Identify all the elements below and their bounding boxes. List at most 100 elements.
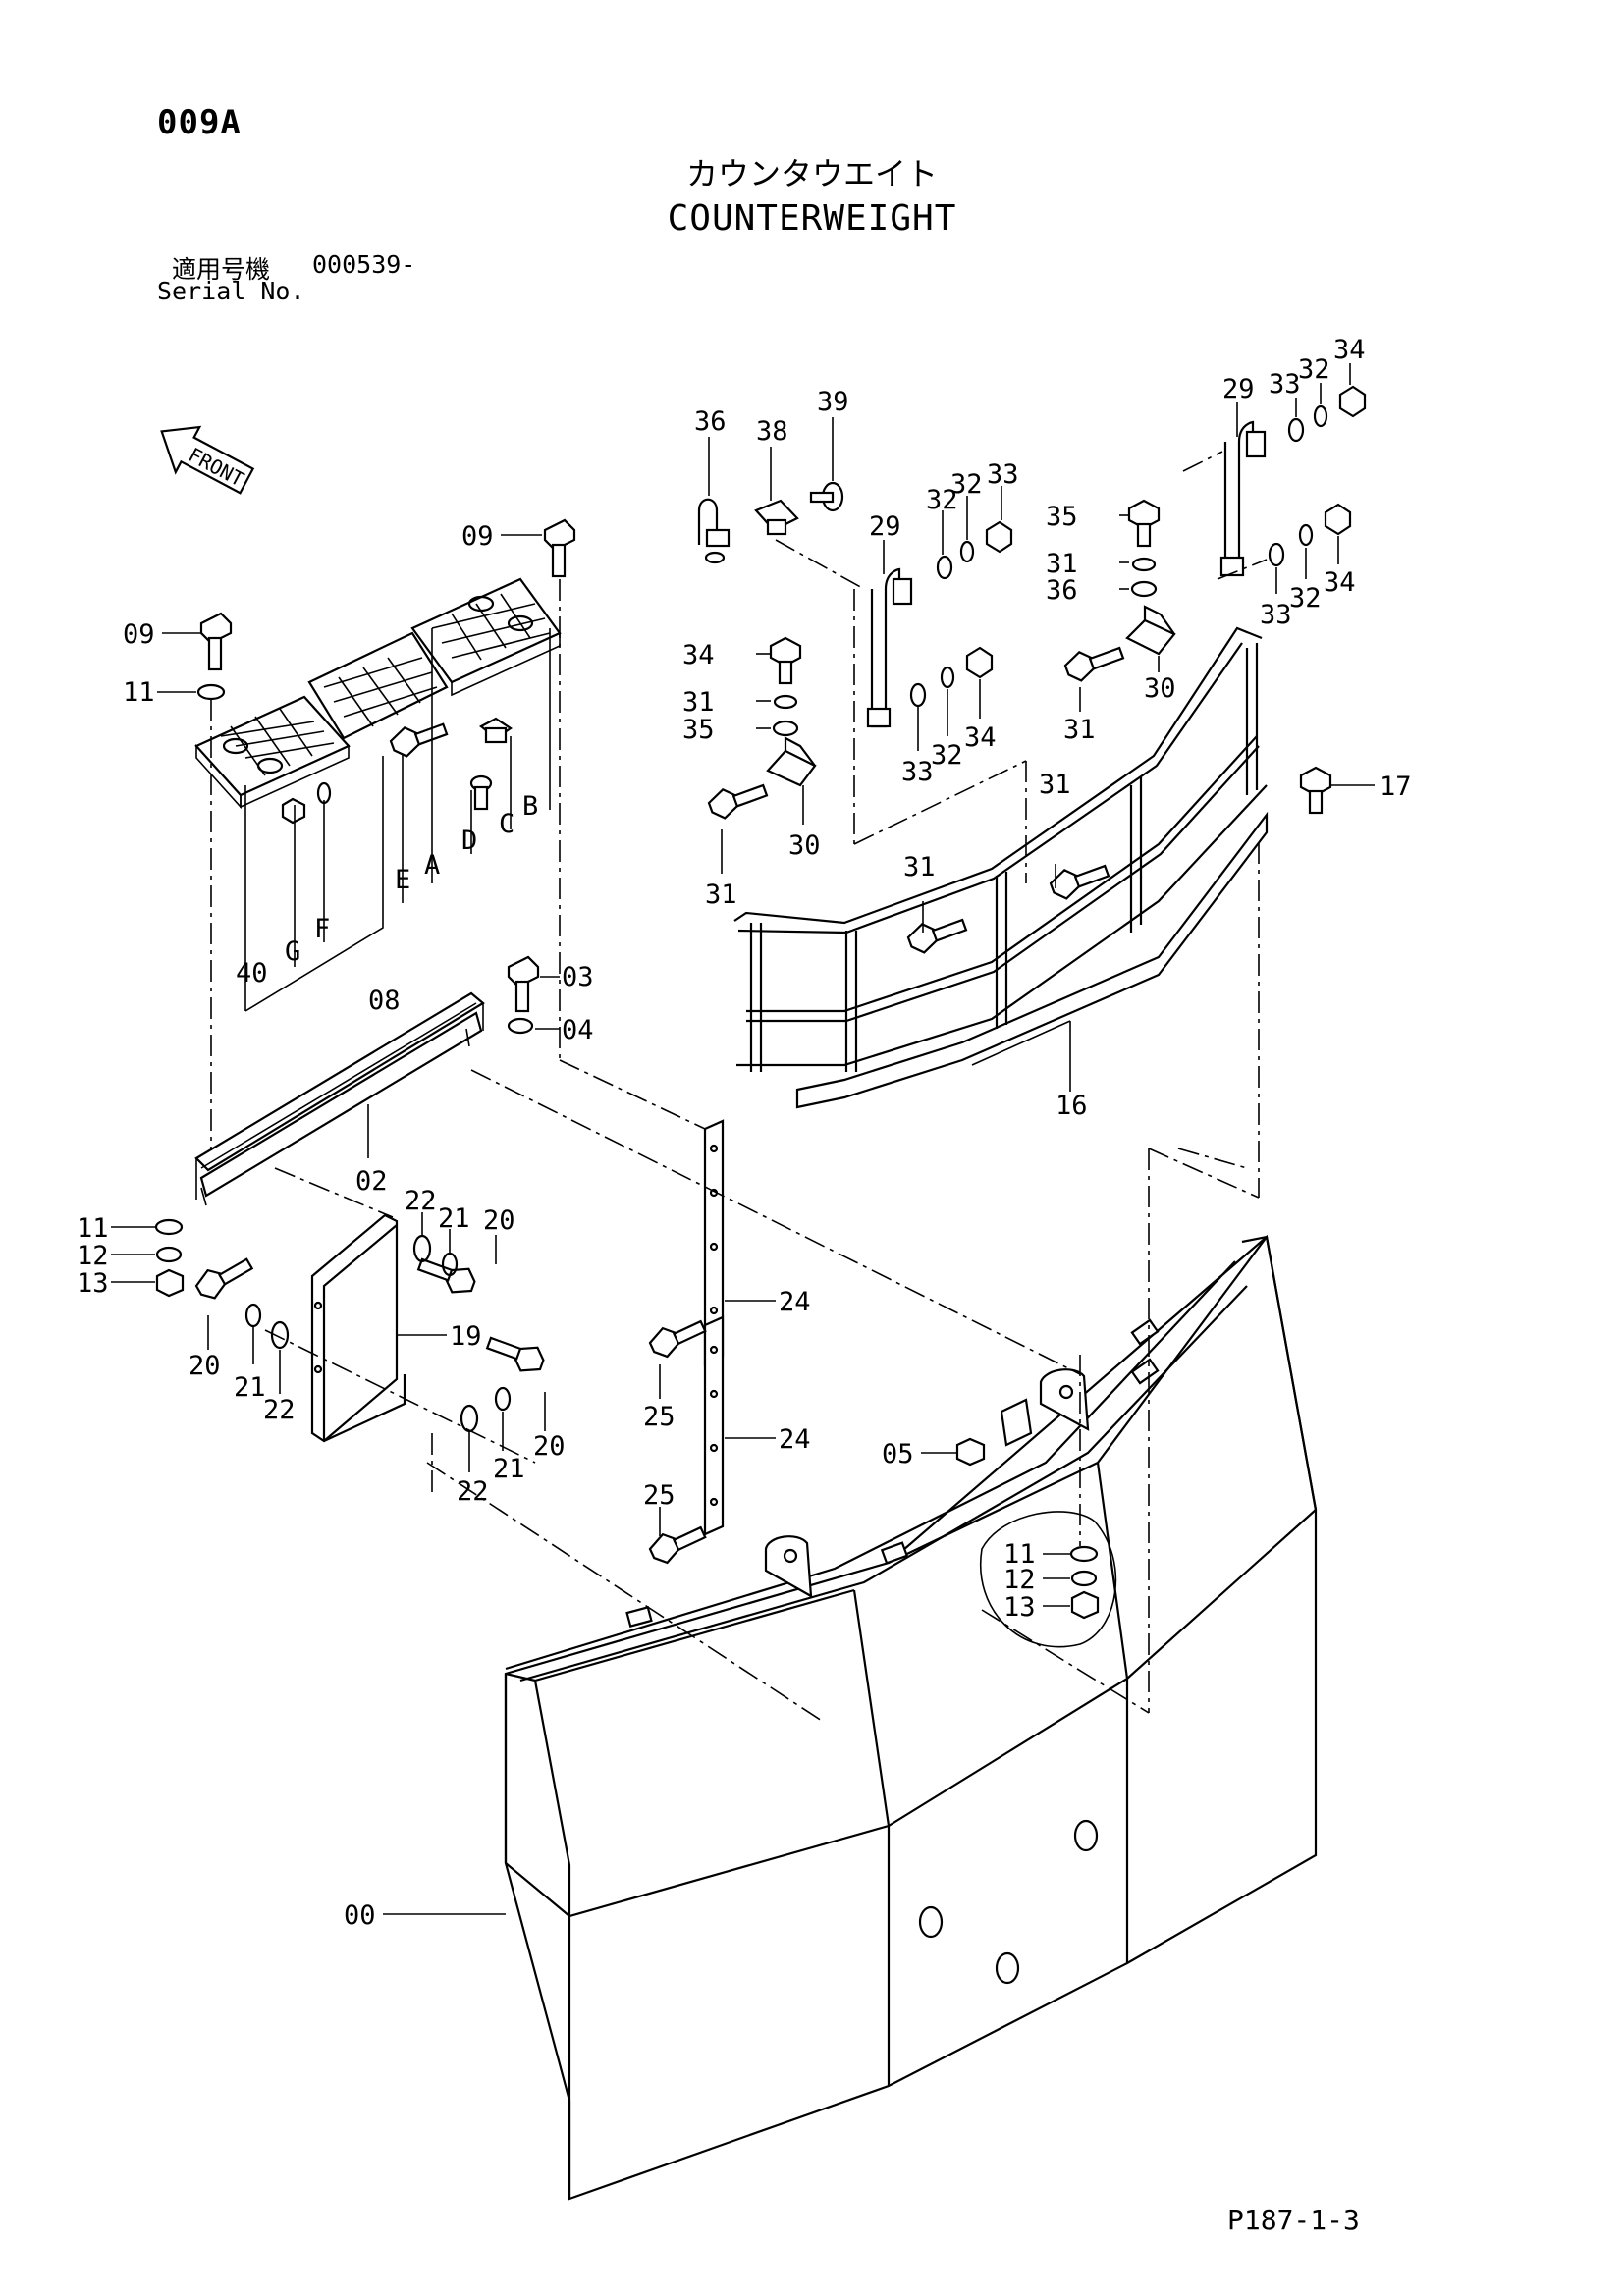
bolt-icon: [1127, 499, 1161, 548]
lock-washer-icon: [494, 1386, 512, 1412]
callout-E: D: [461, 826, 477, 856]
washer-icon: [270, 1320, 290, 1350]
lock-washer-icon: [959, 540, 975, 563]
bracket-part: [766, 736, 817, 787]
callout-16: 16: [1056, 1091, 1088, 1121]
bolt-icon: [1063, 646, 1125, 682]
callout-20-a: 20: [189, 1351, 221, 1381]
callout-25-b: 25: [643, 1480, 676, 1511]
nut-icon: [1324, 503, 1352, 536]
lock-washer-icon: [1298, 523, 1314, 547]
callout-09-top: 09: [461, 521, 494, 552]
callout-19: 19: [450, 1321, 482, 1352]
page-reference: P187-1-3: [1227, 2204, 1360, 2236]
callout-34-b: 34: [964, 722, 997, 753]
callout-32-f: 31: [1046, 549, 1078, 579]
callout-03: 03: [562, 962, 594, 992]
callout-39: 38: [756, 416, 788, 447]
pin-part: [697, 498, 731, 564]
bolt-icon: [648, 1319, 707, 1359]
callout-32-c: 32: [1298, 354, 1330, 385]
washer-icon: [196, 683, 226, 701]
washer-icon: [412, 1234, 432, 1263]
title-english: COUNTERWEIGHT: [667, 198, 957, 239]
callout-40: 39: [817, 387, 849, 417]
bolt-icon: [469, 774, 493, 811]
screw-icon: [809, 481, 844, 512]
front-direction-arrow: FRONT: [160, 425, 255, 495]
callout-12-inset: 12: [1003, 1565, 1036, 1595]
callout-02: 02: [355, 1166, 388, 1197]
bolt-icon: [389, 722, 449, 758]
callout-34-c: 34: [1333, 335, 1366, 365]
callout-32-d: 32: [1289, 583, 1322, 614]
callout-11-left: 11: [77, 1213, 109, 1244]
rod-part: [1219, 420, 1267, 577]
bolt-icon: [906, 918, 968, 954]
callout-labels: 09 09 11 03 04 08 02 11 12 13 11 12 13 0…: [77, 335, 1412, 1931]
callout-13-left: 13: [77, 1268, 109, 1299]
rail-part: [194, 991, 485, 1206]
callout-B: A: [424, 850, 440, 881]
callout-38: 36: [694, 406, 727, 437]
lock-washer-icon: [1313, 404, 1328, 428]
handrail-part: [733, 626, 1269, 1109]
leader-lines: [111, 363, 1375, 1915]
callout-31-b: 31: [1063, 715, 1096, 745]
lock-washer-icon: [441, 1252, 459, 1277]
callout-24-a: 24: [779, 1287, 811, 1317]
diagram-code: 009A: [157, 103, 242, 142]
callout-36-b: 36: [1046, 575, 1078, 606]
callout-30-a: 30: [788, 830, 821, 861]
washer-icon: [1130, 580, 1158, 598]
callout-05: 05: [882, 1439, 914, 1469]
callout-04: 04: [562, 1015, 594, 1045]
callout-36-a: 35: [682, 715, 715, 745]
callout-24-b: 24: [779, 1424, 811, 1455]
lock-washer-icon: [244, 1303, 262, 1328]
callout-13-inset: 13: [1003, 1592, 1036, 1623]
lock-washer-icon: [1070, 1570, 1098, 1587]
callout-31-d: 31: [1039, 770, 1071, 800]
bolt-icon: [707, 783, 769, 820]
callout-33-c: 33: [1269, 369, 1301, 400]
callout-33-d: 33: [1260, 600, 1292, 630]
washer-icon: [1268, 542, 1285, 567]
callout-C: B: [522, 791, 538, 822]
bolt-icon: [194, 1257, 254, 1300]
callout-20-c: 20: [533, 1431, 566, 1462]
callout-34-a: 33: [987, 459, 1019, 490]
callout-08: 08: [368, 986, 401, 1016]
callout-20-b: 20: [483, 1205, 515, 1236]
washer-icon: [936, 555, 953, 580]
callout-35-b: 35: [1046, 502, 1078, 532]
callout-H: G: [285, 936, 300, 967]
callout-29-b: 29: [1222, 374, 1255, 404]
callout-32-e: 31: [682, 687, 715, 718]
callout-31-a: 31: [705, 880, 737, 910]
lock-washer-icon: [1131, 557, 1157, 572]
washer-icon: [460, 1404, 479, 1433]
bolt-icon: [507, 955, 540, 1013]
callout-22-c: 22: [457, 1476, 489, 1507]
callout-G: F: [314, 914, 330, 944]
callout-09-left: 09: [123, 619, 155, 650]
washer-icon: [1287, 417, 1305, 443]
callout-12-left: 12: [77, 1241, 109, 1271]
lock-washer-icon: [773, 694, 798, 710]
nut-icon: [955, 1437, 986, 1467]
serial-label-japanese: 適用号機: [172, 255, 271, 284]
bolt-icon: [1049, 864, 1110, 900]
bolt-icon: [199, 612, 233, 671]
rod-part: [866, 567, 913, 728]
callout-A: 40: [236, 958, 268, 988]
callout-32-b: 32: [931, 740, 963, 771]
lock-washer-icon: [940, 666, 955, 689]
callout-31-c: 31: [903, 852, 936, 882]
callout-21-a: 21: [234, 1372, 266, 1403]
center-lines: [210, 451, 1268, 1724]
clip-part: [754, 499, 799, 536]
bolt-icon: [648, 1525, 707, 1565]
bracket-part: [1125, 605, 1176, 656]
nut-icon: [965, 646, 994, 679]
